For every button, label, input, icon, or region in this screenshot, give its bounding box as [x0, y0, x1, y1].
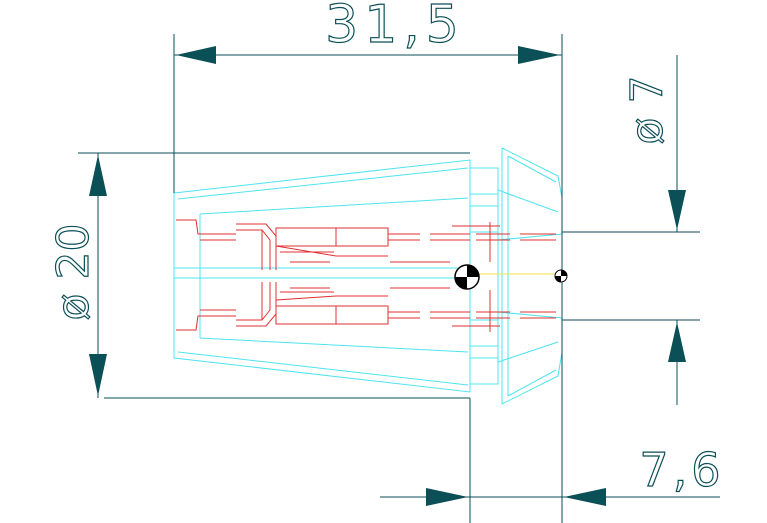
arrow-diameter-top [89, 155, 107, 196]
outer-diameter-label: ø 20 [48, 224, 99, 321]
arrow-front-left [426, 488, 468, 506]
arrow-length-left [176, 46, 216, 64]
arrow-diameter-bottom [89, 354, 107, 396]
center-marker-small [554, 269, 568, 283]
arrow-front-right [564, 488, 606, 506]
dimension-arrowheads [89, 46, 686, 506]
bore-diameter-label: ø 7 [622, 76, 673, 145]
arrow-length-right [518, 46, 560, 64]
arrow-bore-bottom [668, 322, 686, 362]
collet-hidden-lines [176, 219, 556, 332]
front-length-label: 7,6 [639, 443, 724, 497]
arrow-bore-top [668, 190, 686, 230]
overall-length-label: 31,5 [325, 0, 465, 55]
center-marker-large [454, 264, 480, 290]
